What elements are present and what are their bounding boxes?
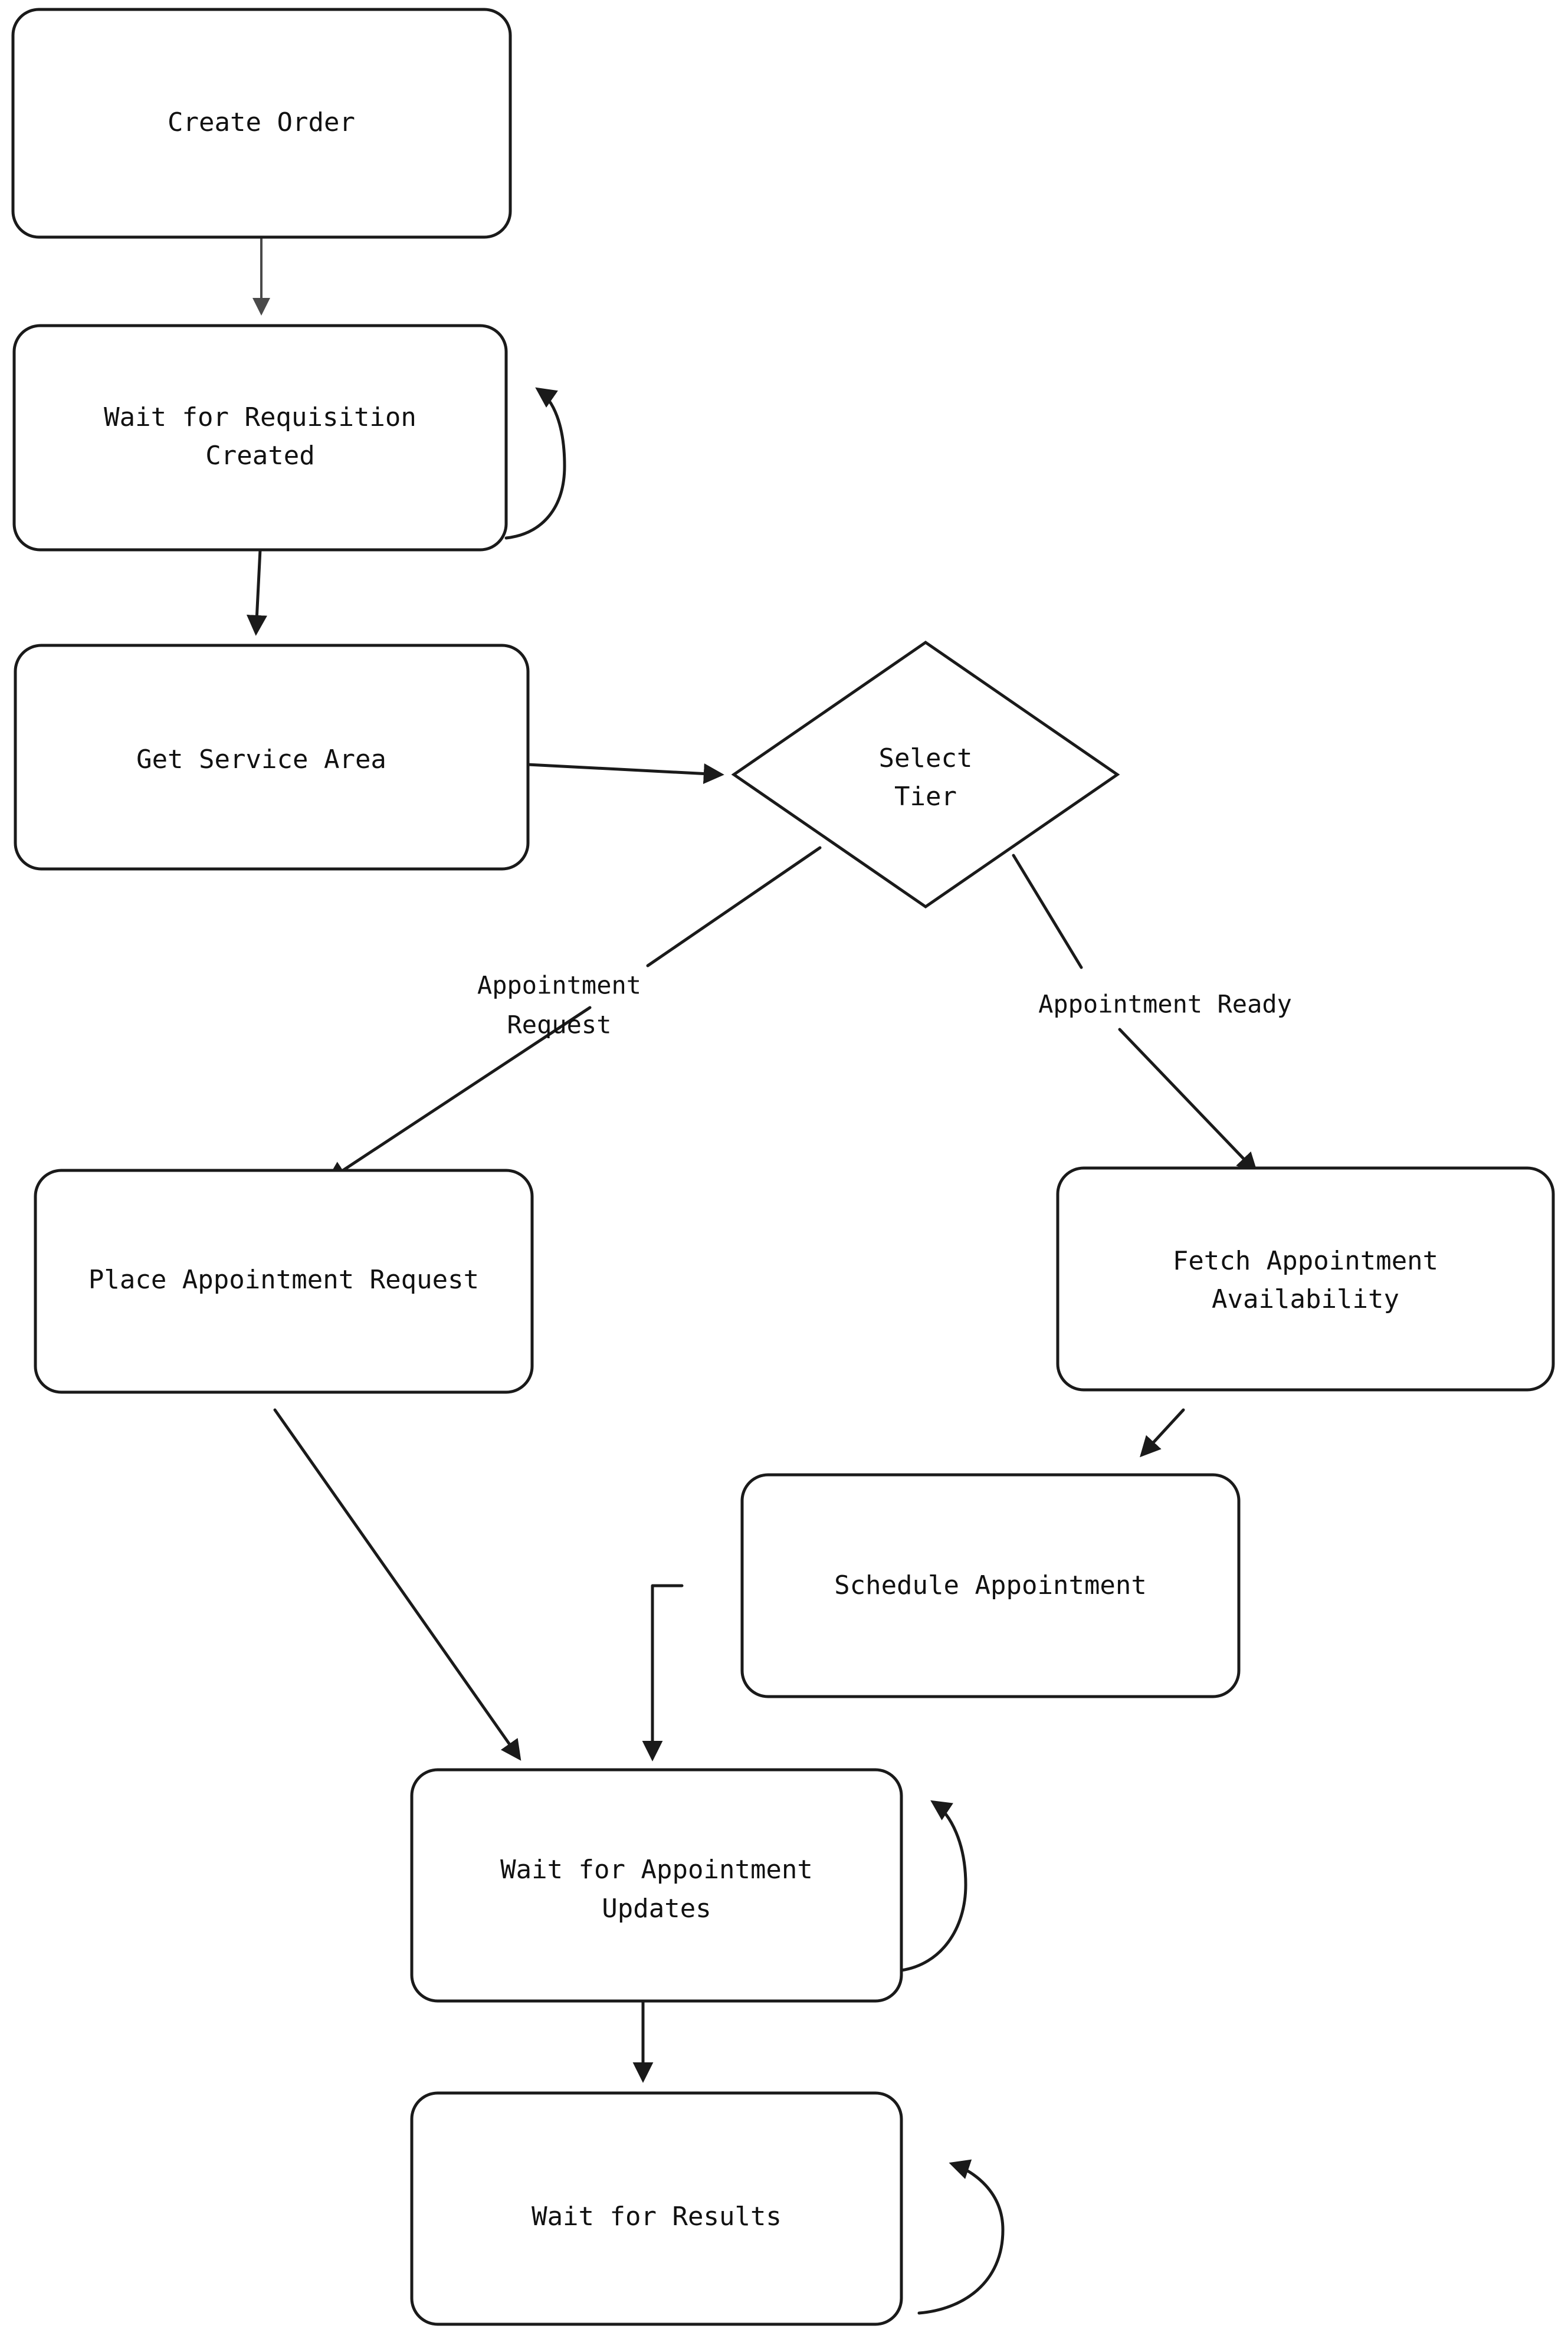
node-fetch-appointment-availability-shape [1056, 1166, 1555, 1392]
node-create-order[interactable]: Create Order [11, 8, 512, 239]
node-wait-requisition-created-label-line2: Created [205, 441, 314, 471]
node-place-appointment-request-label: Place Appointment Request [88, 1265, 479, 1295]
node-get-service-area-shape [14, 644, 530, 871]
node-schedule-appointment-label: Schedule Appointment [834, 1570, 1147, 1600]
node-schedule-appointment[interactable]: Schedule Appointment [740, 1473, 1241, 1698]
edge-wait-for-results-self-loop [917, 2159, 1005, 2315]
node-create-order-shape [11, 8, 512, 239]
edge-label-appointment-request: Appointment Request [477, 971, 641, 1039]
edge-wait-requisition-to-get-service-area [246, 548, 267, 636]
node-wait-for-results-label: Wait for Results [532, 2202, 782, 2232]
node-wait-requisition-created-shape [12, 324, 508, 552]
edge-select-tier-to-place-appointment-request [326, 846, 822, 1182]
node-wait-appointment-updates-label-line2: Updates [602, 1894, 711, 1924]
node-wait-for-results-shape [410, 2091, 903, 2326]
edge-label-appointment-request-line2: Request [507, 1011, 611, 1039]
node-wait-appointment-updates-shape [410, 1768, 903, 2003]
node-get-service-area[interactable]: Get Service Area [14, 644, 530, 871]
edge-place-request-to-wait-appointment-updates [273, 1408, 521, 1761]
node-wait-appointment-updates-label-line1: Wait for Appointment [500, 1855, 813, 1885]
node-fetch-appointment-availability[interactable]: Fetch Appointment Availability [1056, 1166, 1555, 1392]
node-get-service-area-label: Get Service Area [136, 744, 386, 775]
edge-fetch-availability-to-schedule-appointment [1140, 1408, 1185, 1458]
edge-get-service-area-to-select-tier [526, 763, 724, 784]
edge-wait-appointment-updates-self-loop [900, 1800, 967, 1972]
node-select-tier-shape [731, 640, 1120, 909]
edge-wait-requisition-self-loop [504, 387, 566, 540]
edge-label-appointment-ready-text: Appointment Ready [1038, 990, 1292, 1019]
node-select-tier-label-line2: Tier [894, 782, 957, 812]
edge-select-tier-to-fetch-appointment-availability [1012, 854, 1258, 1174]
edge-schedule-appointment-to-wait-appointment-updates [642, 1584, 684, 1761]
node-fetch-appointment-availability-label-line2: Availability [1212, 1284, 1399, 1314]
node-select-tier[interactable]: Select Tier [731, 640, 1120, 909]
node-place-appointment-request[interactable]: Place Appointment Request [34, 1169, 534, 1394]
node-wait-appointment-updates[interactable]: Wait for Appointment Updates [410, 1768, 903, 2003]
edge-label-appointment-request-line1: Appointment [477, 971, 641, 1000]
edge-label-appointment-ready: Appointment Ready [1038, 990, 1292, 1019]
node-wait-for-results[interactable]: Wait for Results [410, 2091, 903, 2326]
node-place-appointment-request-shape [34, 1169, 534, 1394]
node-wait-requisition-created[interactable]: Wait for Requisition Created [12, 324, 508, 552]
node-fetch-appointment-availability-label-line1: Fetch Appointment [1173, 1246, 1438, 1276]
node-create-order-label: Create Order [168, 107, 355, 137]
node-select-tier-label-line1: Select [879, 743, 973, 773]
node-wait-requisition-created-label-line1: Wait for Requisition [104, 402, 416, 432]
node-schedule-appointment-shape [740, 1473, 1241, 1698]
